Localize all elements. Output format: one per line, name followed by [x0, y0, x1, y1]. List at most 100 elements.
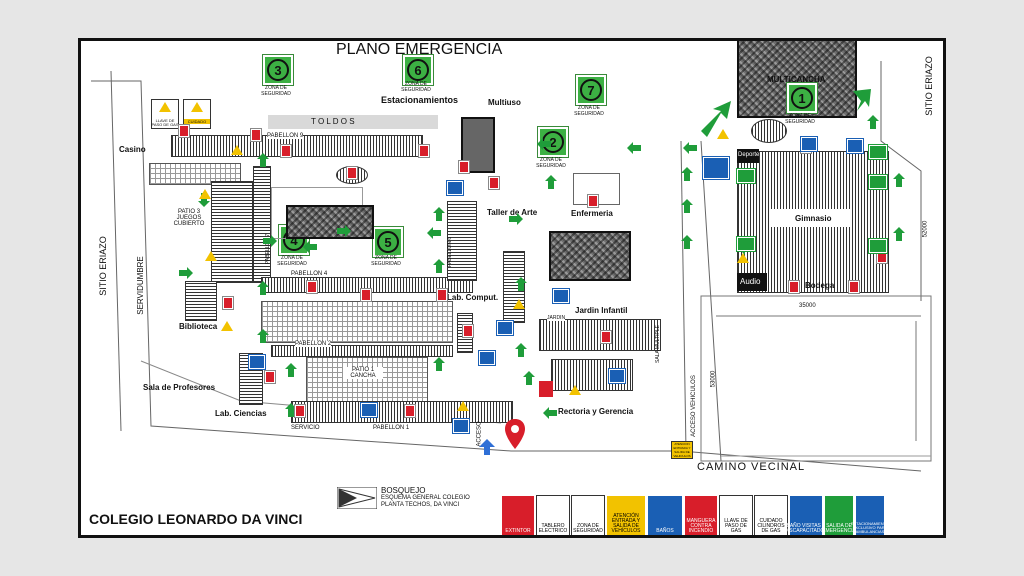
biblioteca-label: Biblioteca	[179, 322, 218, 331]
pabellon-6	[447, 201, 477, 281]
estacionamientos-label: Estacionamientos	[381, 95, 459, 105]
bathroom-icon	[249, 355, 265, 369]
extinguisher-icon	[459, 161, 469, 173]
lab-comput-label: Lab. Comput.	[447, 293, 499, 302]
multiuso-label: Multiuso	[488, 98, 521, 107]
extinguisher-icon	[347, 167, 357, 179]
legend-vehiculos: ATENCIÓN ENTRADA Y SALIDA DE VEHÍCULOS	[606, 495, 646, 535]
electric-panel-icon	[221, 321, 233, 331]
electric-panel-icon	[199, 189, 211, 199]
vehicle-warning-sign: ATENCION ENTRADA Y SALIDA DE VEHICULOS	[671, 441, 693, 459]
legend-tablero: TABLERO ELECTRICO	[536, 495, 570, 535]
toldos-label: T O L D O S	[311, 117, 355, 126]
ambulance-parking-icon	[703, 157, 729, 179]
legend-ambulancia: ESTACIONAMIENTO EXCLUSIVO PARA AMBULANCI…	[851, 495, 889, 535]
emergency-map: PLANO EMERGENCIA MULTICANCHA 3 ZONA DE S…	[78, 38, 946, 538]
school-name: COLEGIO LEONARDO DA VINCI	[89, 511, 303, 527]
bathroom-icon	[847, 139, 863, 153]
extinguisher-icon	[437, 289, 447, 301]
multicancha-small	[286, 205, 374, 239]
casino-label: Casino	[119, 145, 146, 154]
gas-warning-sign: CUIDADO	[183, 99, 211, 129]
legend-gas: LLAVE DE PASO DE GAS	[719, 495, 753, 535]
lab-ciencias-label: Lab. Ciencias	[215, 409, 267, 418]
enfermeria-label: Enfermeria	[571, 209, 613, 218]
electric-panel-icon	[457, 401, 469, 411]
bathroom-icon	[801, 137, 817, 151]
legend-banos: BAÑOS	[647, 495, 683, 535]
legend-zona: ZONA DE SEGURIDAD	[571, 495, 605, 535]
pabellon-2	[271, 345, 453, 357]
extinguisher-icon	[281, 145, 291, 157]
roof-casino	[149, 163, 241, 185]
extinguisher-icon	[223, 297, 233, 309]
entrance-arrow-icon	[479, 439, 495, 455]
jardin-infantil-label: Jardin Infantil	[575, 306, 628, 315]
electric-panel-icon	[717, 129, 729, 139]
gimnasio-label: Gimnasio	[795, 214, 832, 223]
safety-zone-5: 5	[373, 227, 403, 257]
toldos-canopy	[268, 115, 438, 129]
title-block: BOSQUEJO ESQUEMA GENERAL COLEGIO PLANTA …	[337, 486, 487, 511]
legend-manguera: MANGUERA CONTRA INCENDIO	[684, 495, 718, 535]
bathroom-icon	[497, 321, 513, 335]
biblioteca-building	[185, 281, 217, 321]
evacuation-arrows	[179, 89, 905, 419]
extinguisher-icon	[419, 145, 429, 157]
electric-panel-icon	[737, 253, 749, 263]
jardin-court	[549, 231, 631, 281]
location-pin-icon	[505, 419, 525, 449]
bathroom-icon	[553, 289, 569, 303]
extinguisher-icon	[295, 405, 305, 417]
electric-panel-icon	[513, 299, 525, 309]
deporte-room: Deporte	[737, 149, 759, 163]
patio1-label: PATIO 1 CANCHA	[343, 367, 383, 379]
safety-zone-1: 1	[787, 83, 817, 113]
safety-zone-3: 3	[263, 55, 293, 85]
emergency-exit-icon	[737, 237, 755, 251]
extinguisher-icon	[307, 281, 317, 293]
safety-zone-7: 7	[576, 75, 606, 105]
emergency-exit-icon	[869, 175, 887, 189]
legend-extintor: EXTINTOR	[501, 495, 535, 535]
extinguisher-icon	[265, 371, 275, 383]
bathroom-icon	[479, 351, 495, 365]
extinguisher-icon	[789, 281, 799, 293]
bathroom-icon	[609, 369, 625, 383]
roof-dome	[751, 119, 787, 143]
emergency-exit-icon	[869, 239, 887, 253]
electric-panel-icon	[231, 145, 243, 155]
dim-35000: 35000	[799, 303, 816, 309]
architect-logo-icon	[337, 487, 377, 509]
map-title: PLANO EMERGENCIA	[336, 41, 503, 58]
legend-cilindros: CUIDADO CILINDROS DE GAS	[754, 495, 788, 535]
safety-zone-6: 6	[403, 55, 433, 85]
extinguisher-icon	[601, 331, 611, 343]
sala-profesores-label: Sala de Profesores	[143, 383, 216, 392]
rectoria-label: Rectoria y Gerencia	[558, 407, 634, 416]
audio-room: Audio	[737, 273, 767, 291]
extinguisher-icon	[179, 125, 189, 137]
bathroom-icon	[447, 181, 463, 195]
patio3-label: PATIO 3 JUEGOS CUBIERTO	[173, 209, 205, 227]
taller-arte-label: Taller de Arte	[487, 208, 538, 217]
extinguisher-icon	[588, 195, 598, 207]
extinguisher-icon	[489, 177, 499, 189]
camino-vecinal-label: CAMINO VECINAL	[697, 461, 806, 473]
legend-bano-visitas: BAÑO VISITAS Y DISCAPACITADOS	[784, 495, 828, 535]
electric-panel-icon	[569, 385, 581, 395]
multicancha-label: MULTICANCHA	[767, 75, 826, 84]
safety-zone-2: 2	[538, 127, 568, 157]
patio-grid	[261, 301, 453, 343]
accessible-bathroom-icon	[453, 419, 469, 433]
fire-hose-icon	[539, 381, 553, 397]
bodega-label: Bodega	[805, 281, 835, 290]
extinguisher-icon	[463, 325, 473, 337]
emergency-exit-icon	[737, 169, 755, 183]
block-left-upper	[211, 181, 253, 283]
extinguisher-icon	[251, 129, 261, 141]
extinguisher-icon	[849, 281, 859, 293]
legend-salida: SALIDA DE EMERGENCIA	[822, 495, 856, 535]
jardin-building	[539, 319, 661, 351]
multiuso-building	[461, 117, 495, 173]
